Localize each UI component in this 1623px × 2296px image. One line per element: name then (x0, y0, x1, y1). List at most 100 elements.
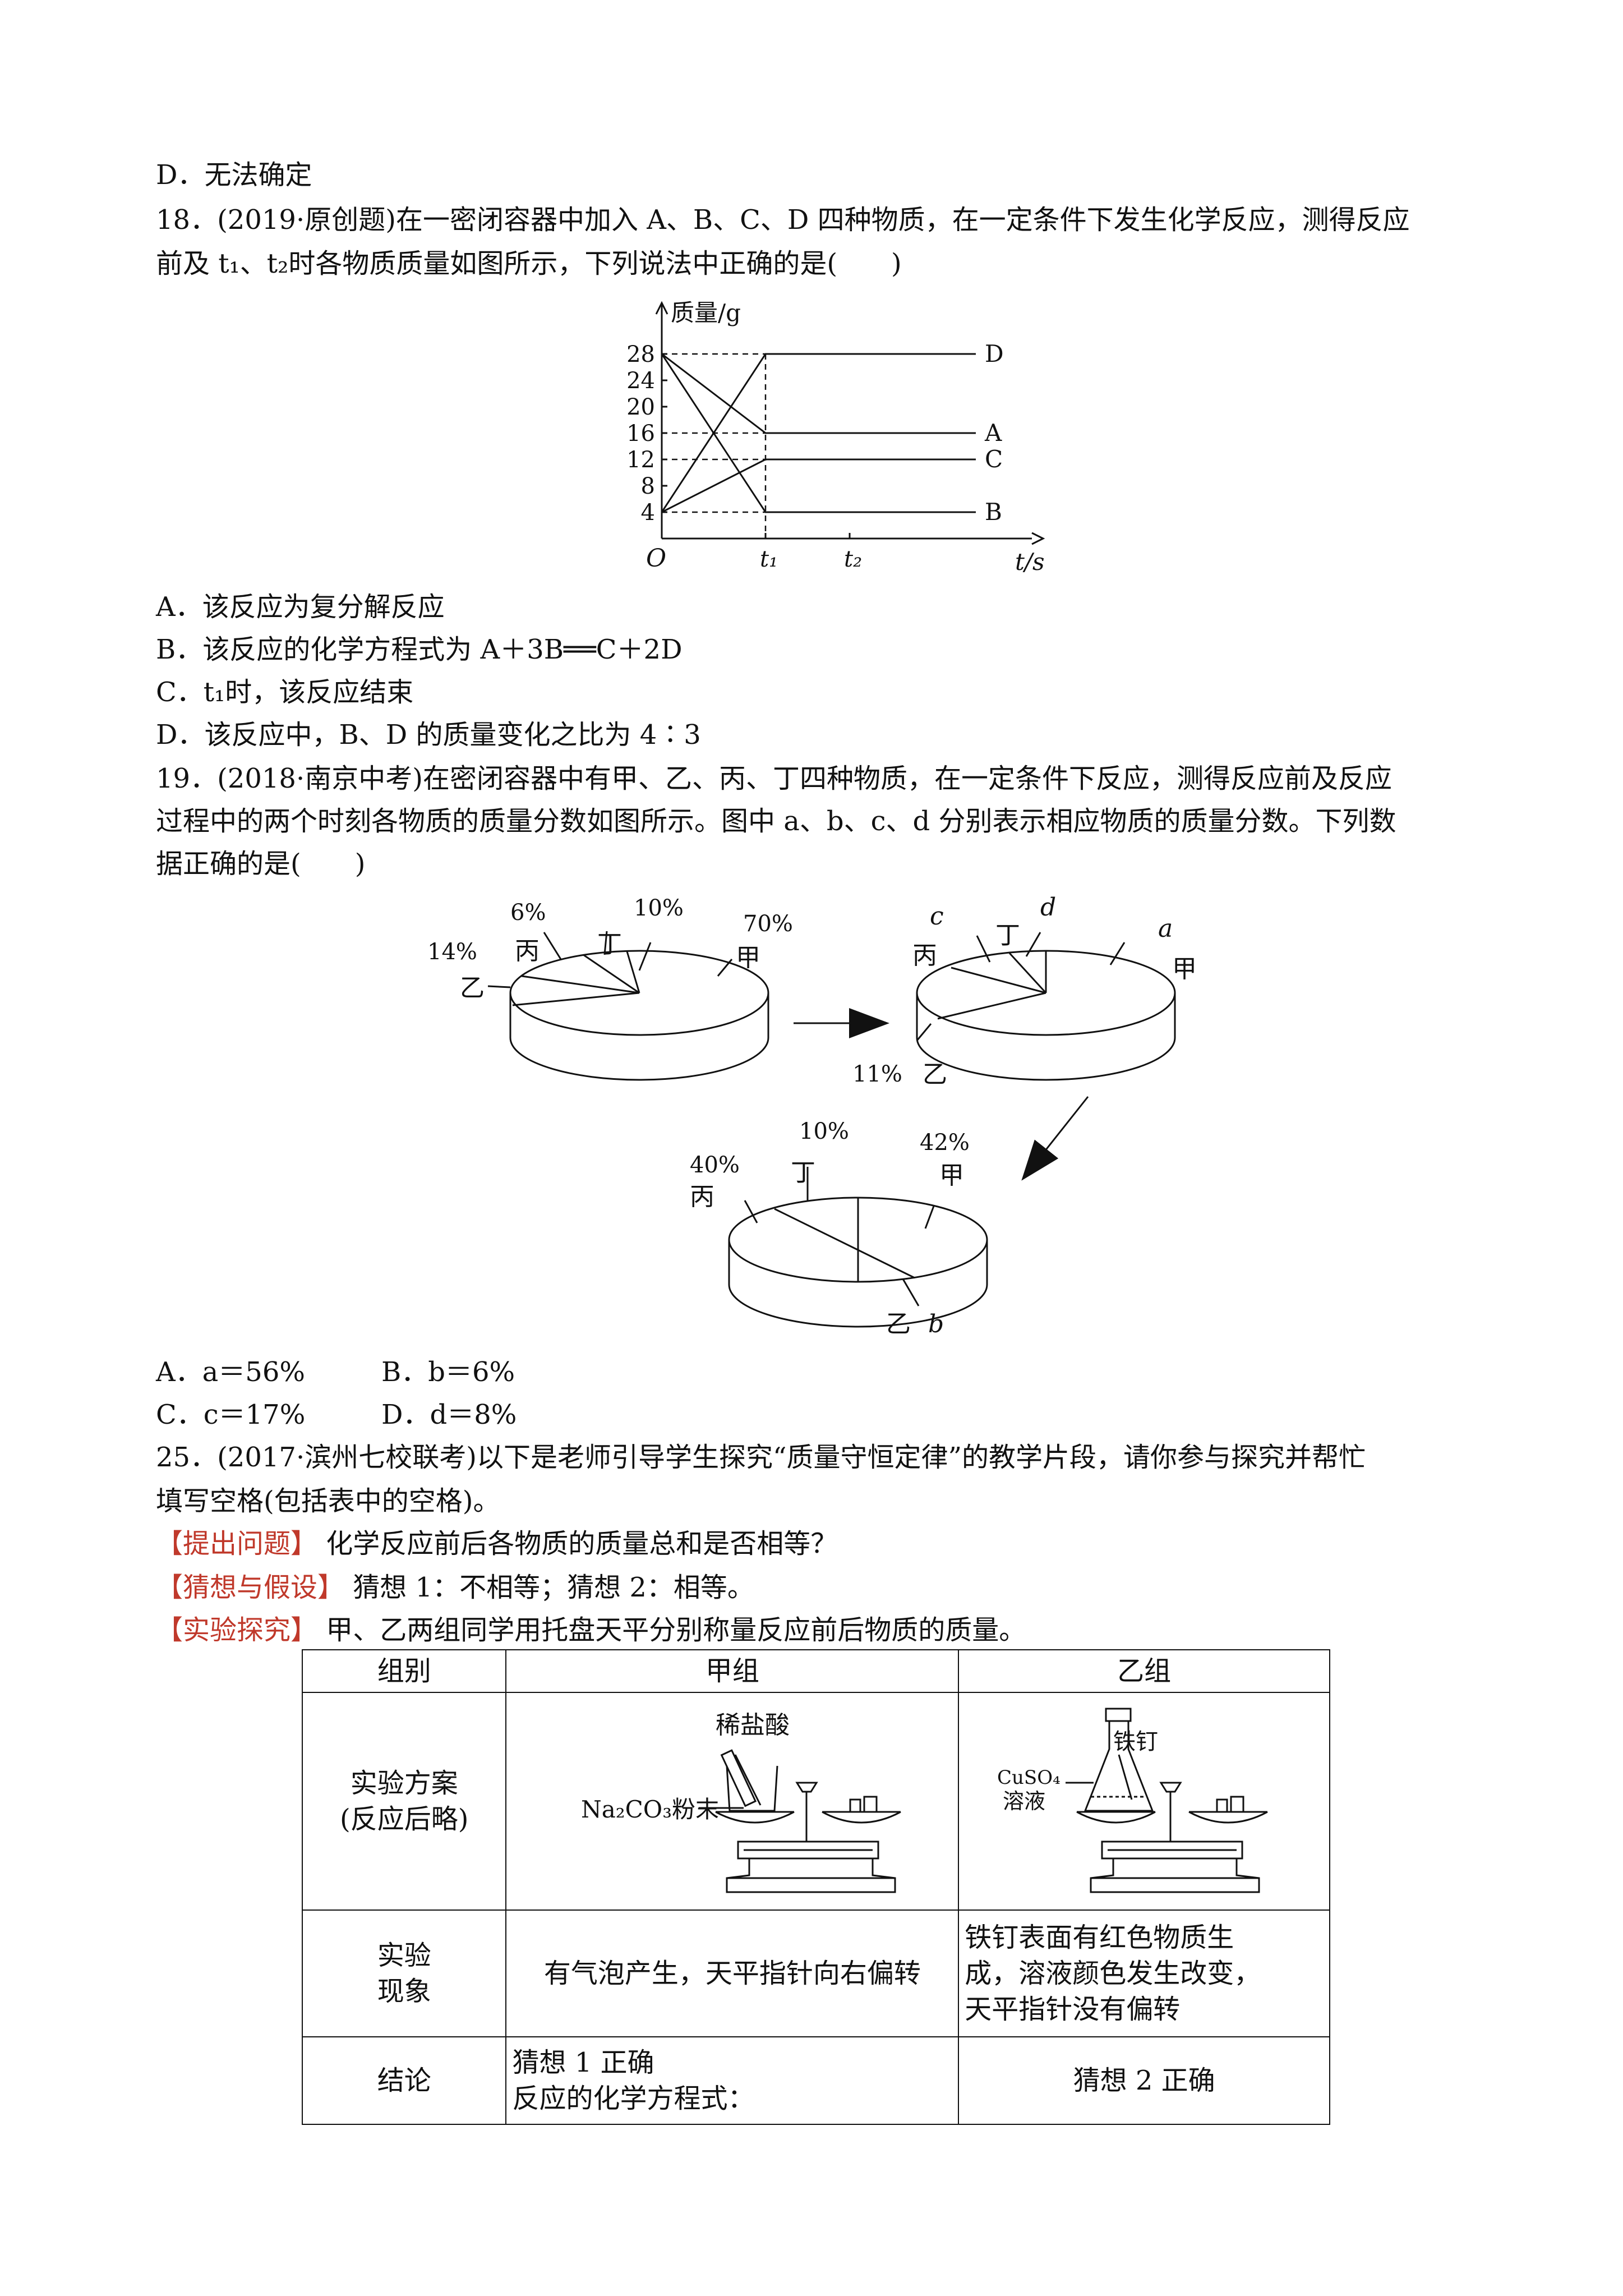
q18-option-a: A．该反应为复分解反应 (156, 591, 445, 623)
yi-label-nail: 铁钉 (1113, 1729, 1158, 1755)
pie1-label-6: 6% (510, 900, 546, 926)
pie1-label-70: 70% (743, 911, 793, 937)
balance-jia (698, 1749, 901, 1893)
pie1-label-bing: 丙 (515, 937, 540, 965)
experiment-text: 甲、乙两组同学用托盘天平分别称量反应前后物质的质量。 (326, 1614, 1026, 1646)
th-jia: 甲组 (505, 1649, 960, 1693)
q19-stem-line2: 过程中的两个时刻各物质的质量分数如图所示。图中 a、b、c、d 分别表示相应物质… (156, 806, 1396, 837)
pie2-label-yi: 乙 (923, 1060, 947, 1089)
row-phenomenon-label: 实验 现象 (301, 1910, 507, 2037)
yi-plan-cell: 铁钉 CuSO₄ 溶液 (958, 1692, 1330, 1911)
phen-label-1: 实验 (377, 1940, 431, 1971)
q25-stem-line2: 填写空格(包括表中的空格)。 (156, 1485, 500, 1517)
x-tick-label: t₁ (760, 546, 778, 572)
origin-label: O (646, 544, 666, 572)
hypothesis-text: 猜想 1：不相等；猜想 2：相等。 (353, 1572, 754, 1603)
tag-experiment: 【实验探究】 (156, 1614, 318, 1646)
pie2-label-a: a (1158, 914, 1173, 943)
pie3-label-jia: 甲 (939, 1161, 964, 1190)
jia-balance-figure: 稀盐酸 Na₂CO₃粉末 (581, 1711, 901, 1893)
jia-label-powder: Na₂CO₃粉末 (581, 1796, 719, 1823)
yi-phen-line3: 天平指针没有偏转 (965, 1994, 1181, 2025)
pie1-label-yi: 乙 (460, 974, 485, 1002)
jia-conc-line2: 反应的化学方程式： (512, 2083, 755, 2114)
y-tick-label: 28 (626, 342, 655, 367)
pie1-label-14: 14% (427, 939, 477, 965)
q25-raise-question: 【提出问题】 化学反应前后各物质的质量总和是否相等？ (156, 1527, 837, 1561)
y-axis-label: 质量/g (671, 299, 741, 326)
q25-experiment: 【实验探究】 甲、乙两组同学用托盘天平分别称量反应前后物质的质量。 (156, 1613, 1026, 1647)
q18-stem-line2: 前及 t₁、t₂时各物质质量如图所示，下列说法中正确的是( ) (156, 248, 902, 279)
series-label-D: D (985, 340, 1004, 367)
pie3-label-yi: 乙 (886, 1310, 911, 1338)
jia-plan-cell: 稀盐酸 Na₂CO₃粉末 (505, 1692, 960, 1911)
jia-conclusion-cell: 猜想 1 正确 反应的化学方程式： (505, 2036, 960, 2125)
raise-question-text: 化学反应前后各物质的质量总和是否相等？ (326, 1528, 838, 1559)
q19-stem-line3: 据正确的是( ) (156, 848, 366, 880)
q17-option-d: D．无法确定 (156, 159, 312, 191)
series-line-D (661, 353, 976, 513)
row-conclusion-label: 结论 (301, 2036, 507, 2125)
series-label-C: C (985, 445, 1003, 473)
y-axis-arrow (655, 301, 668, 315)
th-yi: 乙组 (958, 1649, 1330, 1693)
row-plan-label: 实验方案 (反应后略) (301, 1692, 507, 1911)
pie3-label-bing: 丙 (690, 1182, 714, 1211)
q19-pie-diagram: 6% 10% 70% 14% 丙 丁 甲 乙 c d a 丙 丁 甲 11% 乙… (427, 893, 1197, 1338)
q19-option-b: B．b＝6% (381, 1356, 515, 1388)
pie2-label-11: 11% (852, 1061, 902, 1087)
tag-hypothesis: 【猜想与假设】 (156, 1572, 345, 1603)
q18-option-b: B．该反应的化学方程式为 A＋3B══C＋2D (156, 634, 683, 665)
pie-3 (728, 1167, 988, 1328)
balance-yi (1066, 1708, 1268, 1893)
jia-label-acid: 稀盐酸 (716, 1711, 790, 1740)
series-line-A (661, 353, 976, 434)
y-tick-label: 8 (641, 473, 655, 499)
phen-label-2: 现象 (377, 1976, 431, 2007)
pie1-label-10: 10% (634, 895, 684, 921)
pie2-label-bing: 丙 (912, 941, 937, 970)
plan-label-1: 实验方案 (350, 1768, 458, 1799)
pie-1 (487, 931, 769, 1081)
q25-stem-line1: 25．(2017·滨州七校联考)以下是老师引导学生探究“质量守恒定律”的教学片段… (156, 1442, 1366, 1473)
y-tick-label: 12 (626, 447, 655, 473)
pie3-label-40: 40% (690, 1152, 740, 1178)
yi-label-solution: 溶液 (1003, 1789, 1045, 1814)
pie1-label-ding: 丁 (597, 930, 622, 959)
series-label-B: B (985, 498, 1002, 526)
q19-option-a: A．a＝56% (156, 1356, 305, 1388)
q18-option-d: D．该反应中，B、D 的质量变化之比为 4∶3 (156, 719, 701, 751)
pie3-label-10: 10% (799, 1119, 849, 1144)
q18-stem-line1: 18．(2019·原创题)在一密闭容器中加入 A、B、C、D 四种物质，在一定条… (156, 204, 1410, 236)
x-axis-arrow (1031, 532, 1045, 545)
y-tick-label: 16 (626, 421, 655, 447)
yi-phen-line1: 铁钉表面有红色物质生 (965, 1922, 1234, 1953)
series-label-A: A (984, 419, 1002, 447)
q18-option-c: C．t₁时，该反应结束 (156, 677, 414, 708)
th-group: 组别 (301, 1649, 507, 1693)
tag-raise-question: 【提出问题】 (156, 1528, 318, 1559)
pie3-label-42: 42% (920, 1130, 970, 1156)
x-tick-label: t₂ (844, 546, 862, 572)
q25-hypothesis: 【猜想与假设】 猜想 1：不相等；猜想 2：相等。 (156, 1571, 754, 1604)
yi-conclusion: 猜想 2 正确 (958, 2036, 1330, 2125)
series-line-B (661, 353, 976, 513)
q19-option-d: D．d＝8% (381, 1399, 517, 1430)
q19-stem-line1: 19．(2018·南京中考)在密闭容器中有甲、乙、丙、丁四种物质，在一定条件下反… (156, 763, 1392, 794)
pie2-label-d: d (1040, 893, 1056, 922)
q19-option-c: C．c＝17% (156, 1399, 306, 1430)
yi-phen-line2: 成，溶液颜色发生改变， (965, 1958, 1261, 1989)
pie-2 (916, 932, 1176, 1081)
pie2-label-ding: 丁 (995, 921, 1020, 950)
pie3-label-b: b (928, 1310, 944, 1338)
series-line-C (661, 458, 976, 513)
yi-balance-figure: 铁钉 CuSO₄ 溶液 (997, 1708, 1268, 1893)
yi-label-cuso4: CuSO₄ (997, 1766, 1061, 1789)
pie2-label-jia: 甲 (1172, 955, 1197, 983)
pie1-label-jia: 甲 (736, 944, 760, 972)
pie2-label-c: c (930, 902, 944, 931)
y-tick-label: 4 (641, 500, 655, 526)
experiment-table: 组别 甲组 乙组 实验方案 (反应后略) 稀盐酸 Na₂CO₃粉末 (301, 1649, 1330, 2125)
y-tick-label: 20 (626, 394, 655, 420)
